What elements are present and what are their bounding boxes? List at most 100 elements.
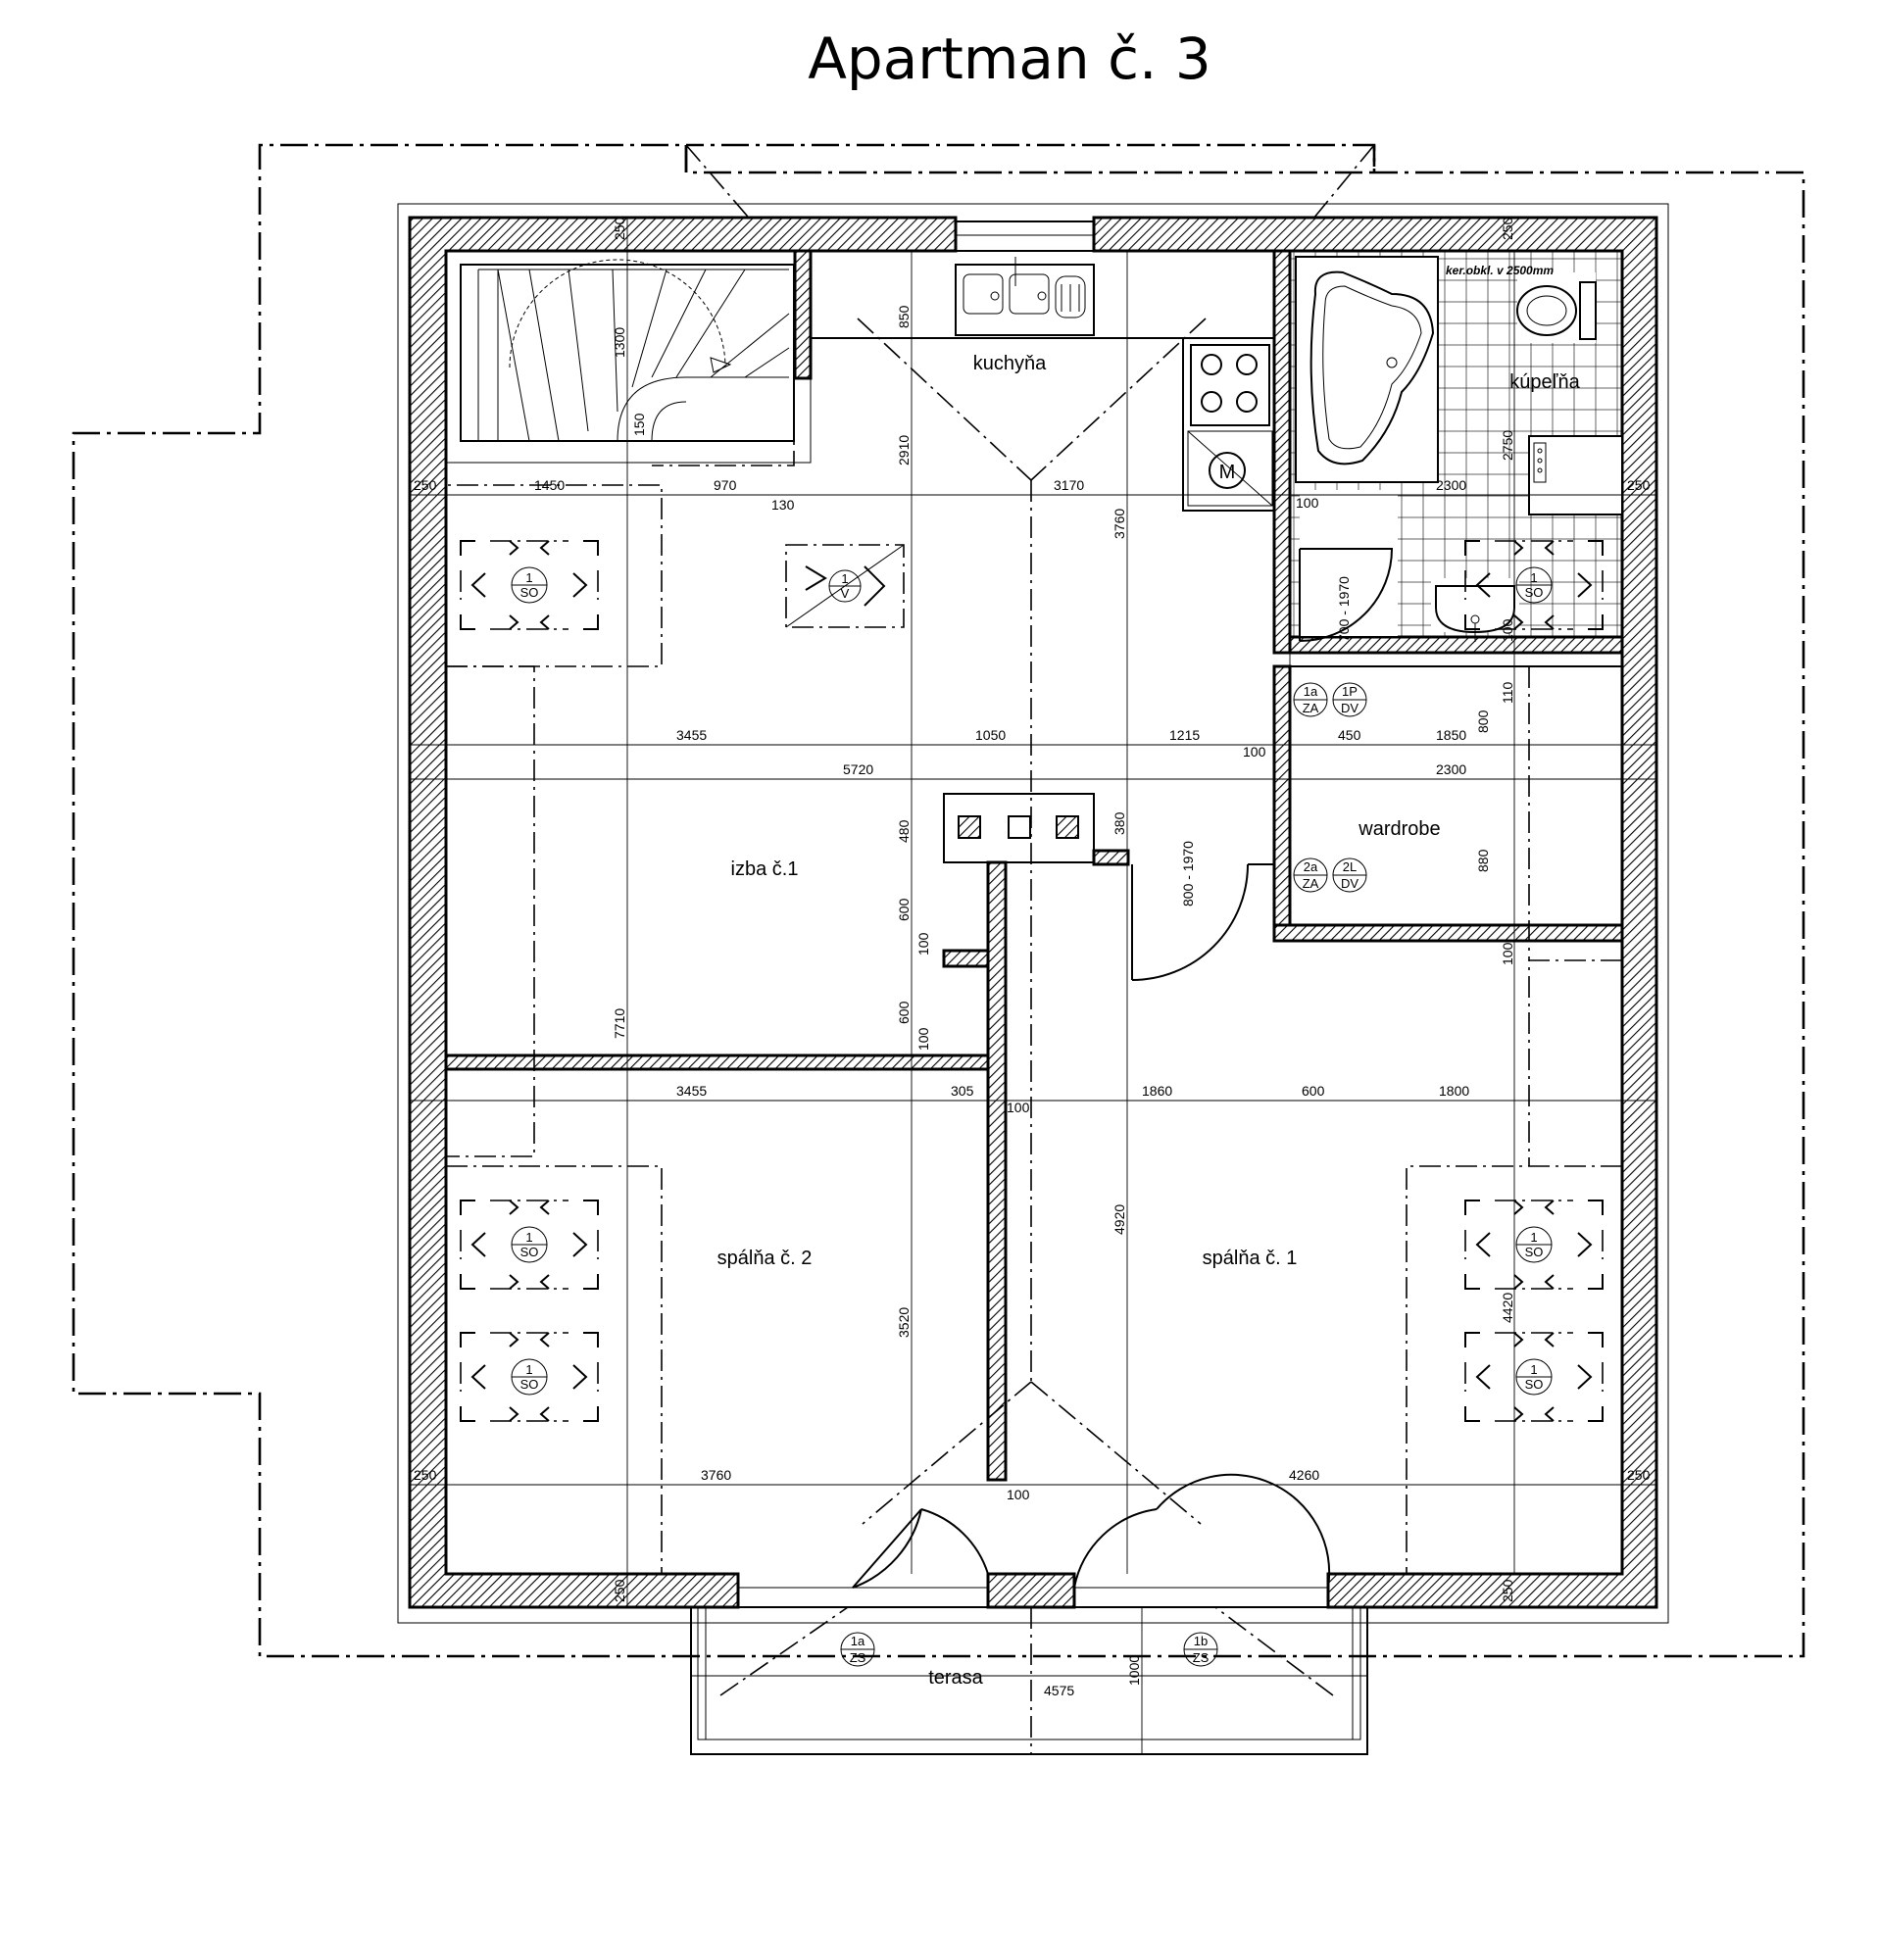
room-label-kitchen: kuchyňa [973,353,1047,374]
svg-text:100: 100 [1500,618,1515,642]
roof-window-so-2: 1 SO [1464,540,1604,630]
svg-text:1: 1 [525,570,532,585]
room-label-terrace: terasa [928,1667,983,1689]
svg-text:2300: 2300 [1436,761,1466,777]
bathtub-icon [1295,256,1439,483]
svg-text:3520: 3520 [896,1307,912,1338]
svg-text:SO: SO [520,1245,539,1259]
tiles-note: ker.obkl. v 2500mm [1446,264,1554,277]
svg-text:600: 600 [896,898,912,921]
svg-text:1P: 1P [1342,684,1358,699]
svg-text:1860: 1860 [1142,1083,1172,1099]
svg-text:800: 800 [1475,710,1491,733]
svg-text:1: 1 [525,1362,532,1377]
room-label-wardrobe: wardrobe [1358,818,1440,840]
svg-text:4920: 4920 [1111,1204,1127,1235]
svg-text:4575: 4575 [1044,1683,1074,1698]
door-tag-2a-za: 2a ZA [1293,858,1328,893]
svg-text:ZS: ZS [1193,1650,1210,1665]
svg-text:970: 970 [714,477,737,493]
svg-text:450: 450 [1338,727,1361,743]
svg-text:2L: 2L [1343,859,1357,874]
svg-text:250: 250 [1500,1579,1515,1602]
svg-text:110: 110 [1500,681,1515,704]
roof-window-so-5: 1 SO [1464,1200,1604,1290]
toilet-icon [1516,272,1597,343]
roof-outline [72,143,1805,1658]
svg-text:DV: DV [1341,701,1358,715]
dimension-lines [410,218,1656,1754]
svg-text:1450: 1450 [534,477,565,493]
plan-title: Apartman č. 3 [808,25,1211,92]
svg-text:SO: SO [520,1377,539,1392]
svg-text:SO: SO [1525,1245,1544,1259]
svg-text:380: 380 [1111,811,1127,835]
roof-ridge-lines [446,318,1622,1574]
svg-text:SO: SO [1525,1377,1544,1392]
room-label-bathroom: kúpeľňa [1509,371,1580,393]
svg-text:3170: 3170 [1054,477,1084,493]
svg-text:SO: SO [520,585,539,600]
terrace-doors [737,1473,1331,1607]
svg-text:2750: 2750 [1500,430,1515,461]
svg-text:2910: 2910 [896,435,912,466]
svg-text:SO: SO [1525,585,1544,600]
washbasin-icon [1431,578,1519,642]
svg-text:1850: 1850 [1436,727,1466,743]
door-tag-1b-zs: 1b ZS [1183,1632,1218,1667]
svg-text:1050: 1050 [975,727,1006,743]
bathroom [1289,250,1623,642]
door-tag-2l-dv: 2L DV [1332,858,1367,893]
svg-text:100: 100 [1007,1487,1030,1502]
svg-text:3760: 3760 [701,1467,731,1483]
svg-text:M: M [1219,462,1236,483]
kitchen-window [955,220,1095,252]
svg-text:1: 1 [841,571,848,586]
roof-window-so-4: 1 SO [460,1332,599,1422]
svg-text:DV: DV [1341,876,1358,891]
svg-text:1300: 1300 [612,327,627,358]
svg-text:100: 100 [1296,495,1319,511]
svg-text:100: 100 [915,932,931,956]
svg-text:ZA: ZA [1303,701,1319,715]
svg-text:600: 600 [1302,1083,1325,1099]
svg-text:1: 1 [1530,1362,1537,1377]
svg-text:1: 1 [1530,570,1537,585]
svg-text:250: 250 [414,1467,437,1483]
roof-window-so-1: 1 SO [460,540,599,630]
svg-text:V: V [841,586,850,601]
door-tag-1a-za: 1a ZA [1293,682,1328,717]
kitchen-sink-icon [955,257,1095,336]
svg-text:2a: 2a [1304,859,1318,874]
room-label-bedroom2: spálňa č. 2 [717,1248,813,1269]
svg-text:ZA: ZA [1303,876,1319,891]
room-label-room1: izba č.1 [731,858,799,880]
terrace [690,1606,1368,1755]
room-label-bedroom1: spálňa č. 1 [1203,1248,1298,1269]
stove-icon [1190,344,1270,426]
svg-text:250: 250 [1627,1467,1651,1483]
boiler-icon [1528,435,1623,515]
roof-window-1v: 1 V [785,544,905,628]
chimney [943,793,1095,863]
svg-text:800 - 1970: 800 - 1970 [1180,841,1196,906]
meter-icon: M [1187,430,1273,507]
svg-text:1b: 1b [1194,1634,1208,1648]
svg-text:250: 250 [612,1579,627,1602]
svg-text:ZS: ZS [850,1650,866,1665]
svg-text:880: 880 [1475,849,1491,872]
svg-text:600: 600 [896,1001,912,1024]
svg-text:100: 100 [1500,942,1515,965]
svg-text:1800: 1800 [1439,1083,1469,1099]
svg-text:1: 1 [1530,1230,1537,1245]
svg-text:7710: 7710 [612,1008,627,1039]
svg-text:100: 100 [1243,744,1266,760]
svg-text:1a: 1a [851,1634,865,1648]
svg-text:850: 850 [896,305,912,328]
svg-text:250: 250 [414,477,437,493]
svg-text:4420: 4420 [1500,1293,1515,1323]
roof-window-so-6: 1 SO [1464,1332,1604,1422]
svg-text:305: 305 [951,1083,974,1099]
svg-text:250: 250 [1500,217,1515,240]
